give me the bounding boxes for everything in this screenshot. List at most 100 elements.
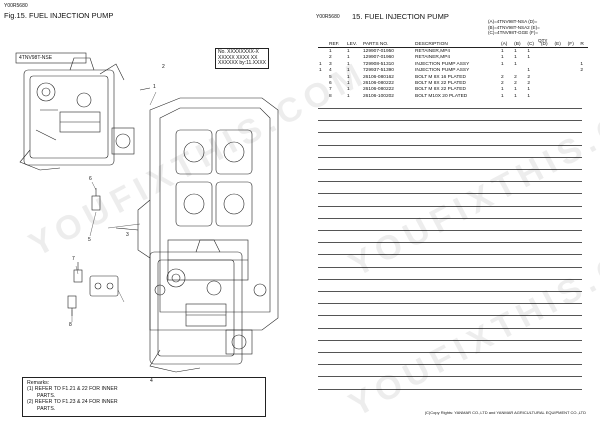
table-cell: 1 (514, 87, 517, 93)
col-description: DESCRIPTION (414, 41, 500, 49)
remarks-line-2: (2) REFER TO F1.23 & 24 FOR INNER (27, 399, 118, 406)
ruled-line (318, 303, 582, 305)
remarks-title: Remarks: (27, 380, 50, 386)
table-cell (554, 48, 567, 55)
table-cell: 1 (527, 49, 531, 55)
ruled-line (318, 364, 582, 366)
table-cell: 7 (329, 87, 332, 93)
table-cell: 2 (527, 81, 531, 87)
table-cell: 26106-080222 (363, 87, 394, 93)
section-title: 15. FUEL INJECTION PUMP (352, 12, 449, 21)
table-cell: 1 (501, 61, 504, 67)
table-cell: 1 (329, 49, 332, 55)
table-cell: 2 (329, 55, 332, 61)
table-cell: 129907-01960 (363, 55, 394, 61)
table-cell: 1 (527, 55, 531, 61)
table-cell: 1 (347, 49, 350, 55)
copyright-footer: (C)Copy Rights: YANMAR CO.,LTD and YANMA… (424, 410, 586, 415)
remarks-line-1: (1) REFER TO F1.21 & 22 FOR INNER (27, 386, 118, 393)
table-cell: 26106-080162 (363, 74, 394, 80)
table-cell: 729937-51390 (363, 68, 394, 74)
callout-3: 3 (126, 232, 129, 238)
ruled-line (318, 327, 582, 329)
table-cell: 1 (347, 68, 350, 74)
lower-pump-assembly (149, 239, 253, 373)
ruled-line (318, 169, 582, 170)
table-cell: 2 (514, 81, 517, 87)
col-ref: REF. (328, 41, 346, 49)
ruled-line (318, 352, 582, 353)
table-cell: 6 (329, 81, 332, 87)
table-cell: 1 (580, 61, 584, 67)
table-cell (579, 93, 588, 99)
part-label-box: No. XXXXXXXX-X XXXXX XXXX XX XXXXXX by:1… (215, 48, 269, 69)
table-cell: RETAINER,MP4 (415, 55, 451, 61)
exploded-diagram (15, 52, 279, 373)
ruled-line (318, 278, 582, 280)
col-r: R (579, 41, 588, 49)
label-box-line: XXXXXX by:11.XXXX (218, 60, 266, 67)
table-cell: 3 (329, 61, 332, 67)
table-cell: 1 (514, 55, 517, 61)
table-cell: 2 (501, 81, 504, 87)
remarks-box: Remarks: (1) REFER TO F1.21 & 22 FOR INN… (22, 377, 266, 417)
ruled-line (318, 193, 582, 195)
table-cell: 1 (347, 61, 350, 67)
col-lev: LEV. (346, 41, 362, 49)
table-cell (318, 48, 328, 55)
model-tag: 4TNV98T-NSE (19, 55, 53, 61)
ruled-line (318, 156, 582, 158)
callout-8: 8 (69, 322, 72, 328)
remarks-line-2b: PARTS. (37, 405, 56, 412)
table-row: 2 1 129907-01960 RETAINER,MP4 1 1 1 (318, 55, 588, 61)
table-cell: 5 (329, 74, 332, 80)
table-cell: 4 (329, 68, 332, 74)
table-cell: 1 (319, 68, 322, 74)
ruled-line (318, 108, 582, 109)
col-b: (B) (513, 41, 527, 49)
ruled-line (318, 315, 582, 317)
callout-6: 6 (89, 176, 92, 182)
col-c: (C) (526, 41, 540, 49)
table-cell: RETAINER,MP4 (415, 49, 451, 55)
engine-block (137, 97, 279, 331)
table-cell: 1 (347, 74, 350, 80)
ruled-line (318, 266, 582, 268)
table-cell: 1 (514, 93, 517, 99)
ruled-line (318, 181, 582, 183)
qty-header: QTY (538, 38, 548, 43)
table-cell: 1 (347, 87, 350, 93)
callout-5: 5 (88, 237, 91, 243)
col-parts-no: PARTS NO. (362, 41, 414, 49)
label-box-line: No. XXXXXXXX-X (218, 49, 259, 55)
table-cell: 1 (347, 93, 350, 99)
table-cell: 26106-100202 (363, 93, 394, 99)
table-cell (540, 48, 554, 55)
callout-7: 7 (72, 256, 75, 262)
table-cell: 1 (319, 61, 322, 67)
ruled-line (318, 132, 582, 134)
table-cell: 1 (501, 55, 504, 61)
table-cell (567, 48, 580, 55)
model-legend-a: (A)=4TNV98T-NSA (D)= (488, 19, 538, 24)
figure-title: Fig.15. FUEL INJECTION PUMP (4, 11, 114, 20)
parts-table-header: REF. LEV. PARTS NO. DESCRIPTION (A) (B) … (318, 41, 588, 49)
table-cell: 2 (527, 74, 531, 80)
table-cell: 1 (527, 93, 531, 99)
leader-lines (71, 91, 157, 322)
table-cell (318, 93, 328, 99)
ruled-line (318, 230, 582, 231)
doc-code: Y00R5680 (4, 3, 28, 9)
table-cell: 1 (347, 55, 350, 61)
table-cell: INJECTION PUMP ASSY (415, 68, 470, 74)
table-cell: 8 (329, 93, 332, 99)
callout-2: 2 (162, 64, 165, 70)
model-legend-c: (C)=4TNV98T-GGE (F)= (488, 30, 539, 36)
ruled-line (318, 120, 582, 122)
ruled-line (318, 388, 582, 390)
ruled-line (318, 205, 582, 207)
table-cell: 1 (514, 49, 517, 55)
